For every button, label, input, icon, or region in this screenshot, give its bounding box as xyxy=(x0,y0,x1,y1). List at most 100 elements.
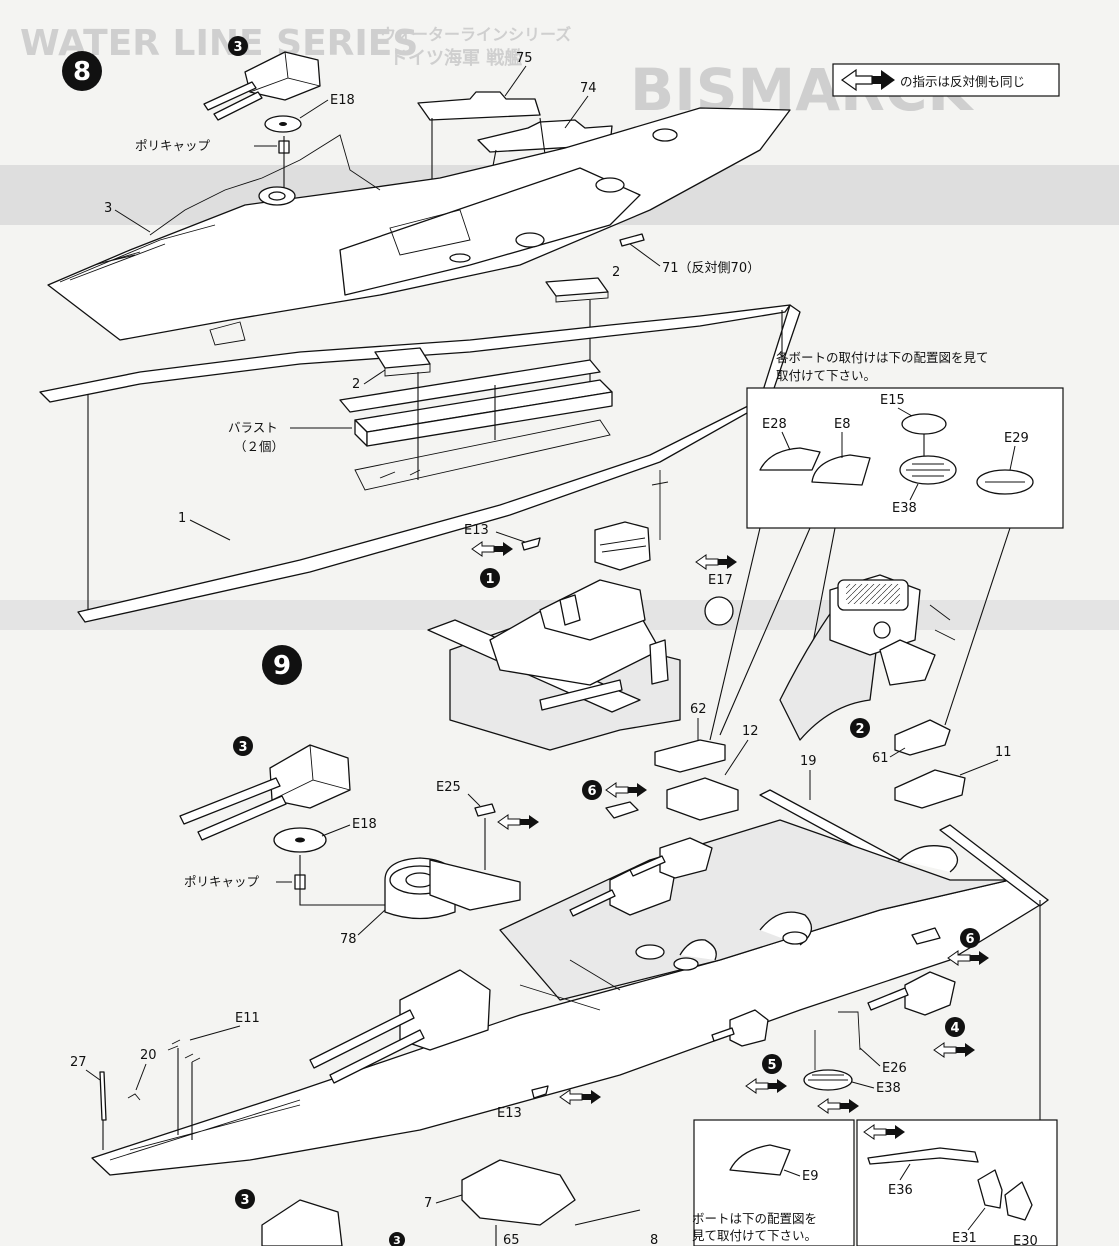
double-arrow-icon xyxy=(695,554,737,570)
label-78: 78 xyxy=(340,932,357,947)
part-62 xyxy=(654,739,726,773)
marker-3-mid xyxy=(233,736,253,756)
label-e26: E26 xyxy=(882,1061,907,1076)
label-e29: E29 xyxy=(1004,431,1029,446)
double-arrow-icon xyxy=(863,1124,905,1140)
label-ballast: バラスト xyxy=(228,420,278,435)
part-e17 xyxy=(704,596,734,626)
main-hull-step9 xyxy=(91,819,1049,1176)
part-12 xyxy=(666,777,739,821)
label-19: 19 xyxy=(800,754,817,769)
boat-note-line1: 各ボートの取付けは下の配置図を見て xyxy=(776,350,989,365)
label-e11: E11 xyxy=(235,1011,260,1026)
boat-e28 xyxy=(759,447,821,471)
label-20: 20 xyxy=(140,1048,157,1063)
label-2-left: 2 xyxy=(352,377,360,392)
part-e26 xyxy=(814,1011,861,1070)
marker-3-bottom-b xyxy=(389,1232,405,1246)
part-6-upper xyxy=(605,801,639,819)
label-74: 74 xyxy=(580,81,597,96)
marker-5 xyxy=(762,1054,782,1074)
part-e30 xyxy=(1004,1181,1033,1221)
double-arrow-icon xyxy=(497,814,539,830)
fore-turret-c xyxy=(629,837,713,879)
part-e25 xyxy=(474,803,496,817)
label-62: 62 xyxy=(690,702,707,717)
marker-6-lower xyxy=(960,928,980,948)
label-e28: E28 xyxy=(762,417,787,432)
marker-3-mid-label: 3 xyxy=(238,740,247,755)
part-20 xyxy=(127,1093,141,1101)
boat-e9 xyxy=(729,1144,791,1176)
label-75: 75 xyxy=(516,51,533,66)
part-2-right xyxy=(545,277,609,297)
bg-jp-series: ウォーターラインシリーズ xyxy=(380,25,571,44)
double-arrow-icon xyxy=(933,1042,975,1058)
label-1: 1 xyxy=(178,511,186,526)
e9-box-frame xyxy=(693,1119,855,1246)
step-8-badge xyxy=(62,51,102,91)
marker-3-bottom-b-label: 3 xyxy=(393,1234,401,1246)
label-e15: E15 xyxy=(880,393,905,408)
label-3: 3 xyxy=(104,201,112,216)
part-7 xyxy=(461,1159,576,1226)
direction-legend: の指示は反対側も同じ xyxy=(832,63,1060,97)
label-polycap: ポリキャップ xyxy=(135,138,211,153)
label-e18: E18 xyxy=(330,93,355,108)
e36-box-frame xyxy=(856,1119,1058,1246)
marker-3-bottom-label: 3 xyxy=(240,1193,249,1208)
part-e36 xyxy=(867,1147,979,1165)
double-arrow-icon xyxy=(559,1089,601,1105)
boat-placement-box: 各ボートの取付けは下の配置図を見て 取付けて下さい。 E28 E8 E15 E3… xyxy=(746,350,1064,529)
label-e30: E30 xyxy=(1013,1234,1038,1246)
double-arrow-icon xyxy=(605,782,647,798)
label-ballast-count: （２個） xyxy=(234,439,284,454)
label-polycap-step9: ポリキャップ xyxy=(184,874,260,889)
part-2-left xyxy=(374,347,431,369)
main-turret-top xyxy=(203,51,321,121)
double-arrow-icon xyxy=(947,950,989,966)
forward-superstructure xyxy=(427,470,681,751)
step-9-number: 9 xyxy=(273,651,291,681)
marker-6-lower-label: 6 xyxy=(965,932,974,947)
marker-2-label: 2 xyxy=(855,722,864,737)
e36-box: E36 E31 E30 xyxy=(856,1119,1058,1246)
secondary-turret-5 xyxy=(711,1009,769,1047)
aft-turret-4 xyxy=(867,971,956,1016)
double-arrow-icon xyxy=(840,68,895,92)
marker-3-bottom xyxy=(235,1189,255,1209)
barbette-78 xyxy=(384,857,521,920)
ballast-blocks xyxy=(339,359,613,447)
part-e13-top xyxy=(521,537,541,551)
label-e18-step9: E18 xyxy=(352,817,377,832)
fore-turret-hull xyxy=(309,969,491,1084)
label-12: 12 xyxy=(742,724,759,739)
fore-turret-b xyxy=(569,859,676,917)
double-arrow-icon xyxy=(471,541,513,557)
part-e13-bottom xyxy=(531,1085,549,1099)
main-turret-step9 xyxy=(179,744,351,841)
label-61: 61 xyxy=(872,751,889,766)
step-8: 8 3 E18 ポリキャップ 75 74 xyxy=(39,36,801,623)
upper-deck xyxy=(47,107,791,341)
label-e38: E38 xyxy=(892,501,917,516)
double-arrow-icon xyxy=(817,1098,859,1114)
label-e36: E36 xyxy=(888,1183,913,1198)
label-71: 71（反対側70） xyxy=(662,261,760,276)
boat-e8 xyxy=(811,454,871,486)
marker-3-top xyxy=(228,36,248,56)
part-27 xyxy=(99,1071,107,1121)
marker-5-label: 5 xyxy=(767,1058,776,1073)
part-e31 xyxy=(977,1169,1003,1209)
marker-3-top-label: 3 xyxy=(233,40,242,55)
legend-text: の指示は反対側も同じ xyxy=(900,74,1025,89)
label-e8: E8 xyxy=(834,417,851,432)
part-6-lower xyxy=(911,927,941,945)
label-e25: E25 xyxy=(436,780,461,795)
double-arrow-icon xyxy=(745,1078,787,1094)
label-11: 11 xyxy=(995,745,1012,760)
label-2-right: 2 xyxy=(612,265,620,280)
label-65: 65 xyxy=(503,1233,520,1246)
marker-6-upper-label: 6 xyxy=(587,784,596,799)
boat-e15 xyxy=(901,413,947,435)
